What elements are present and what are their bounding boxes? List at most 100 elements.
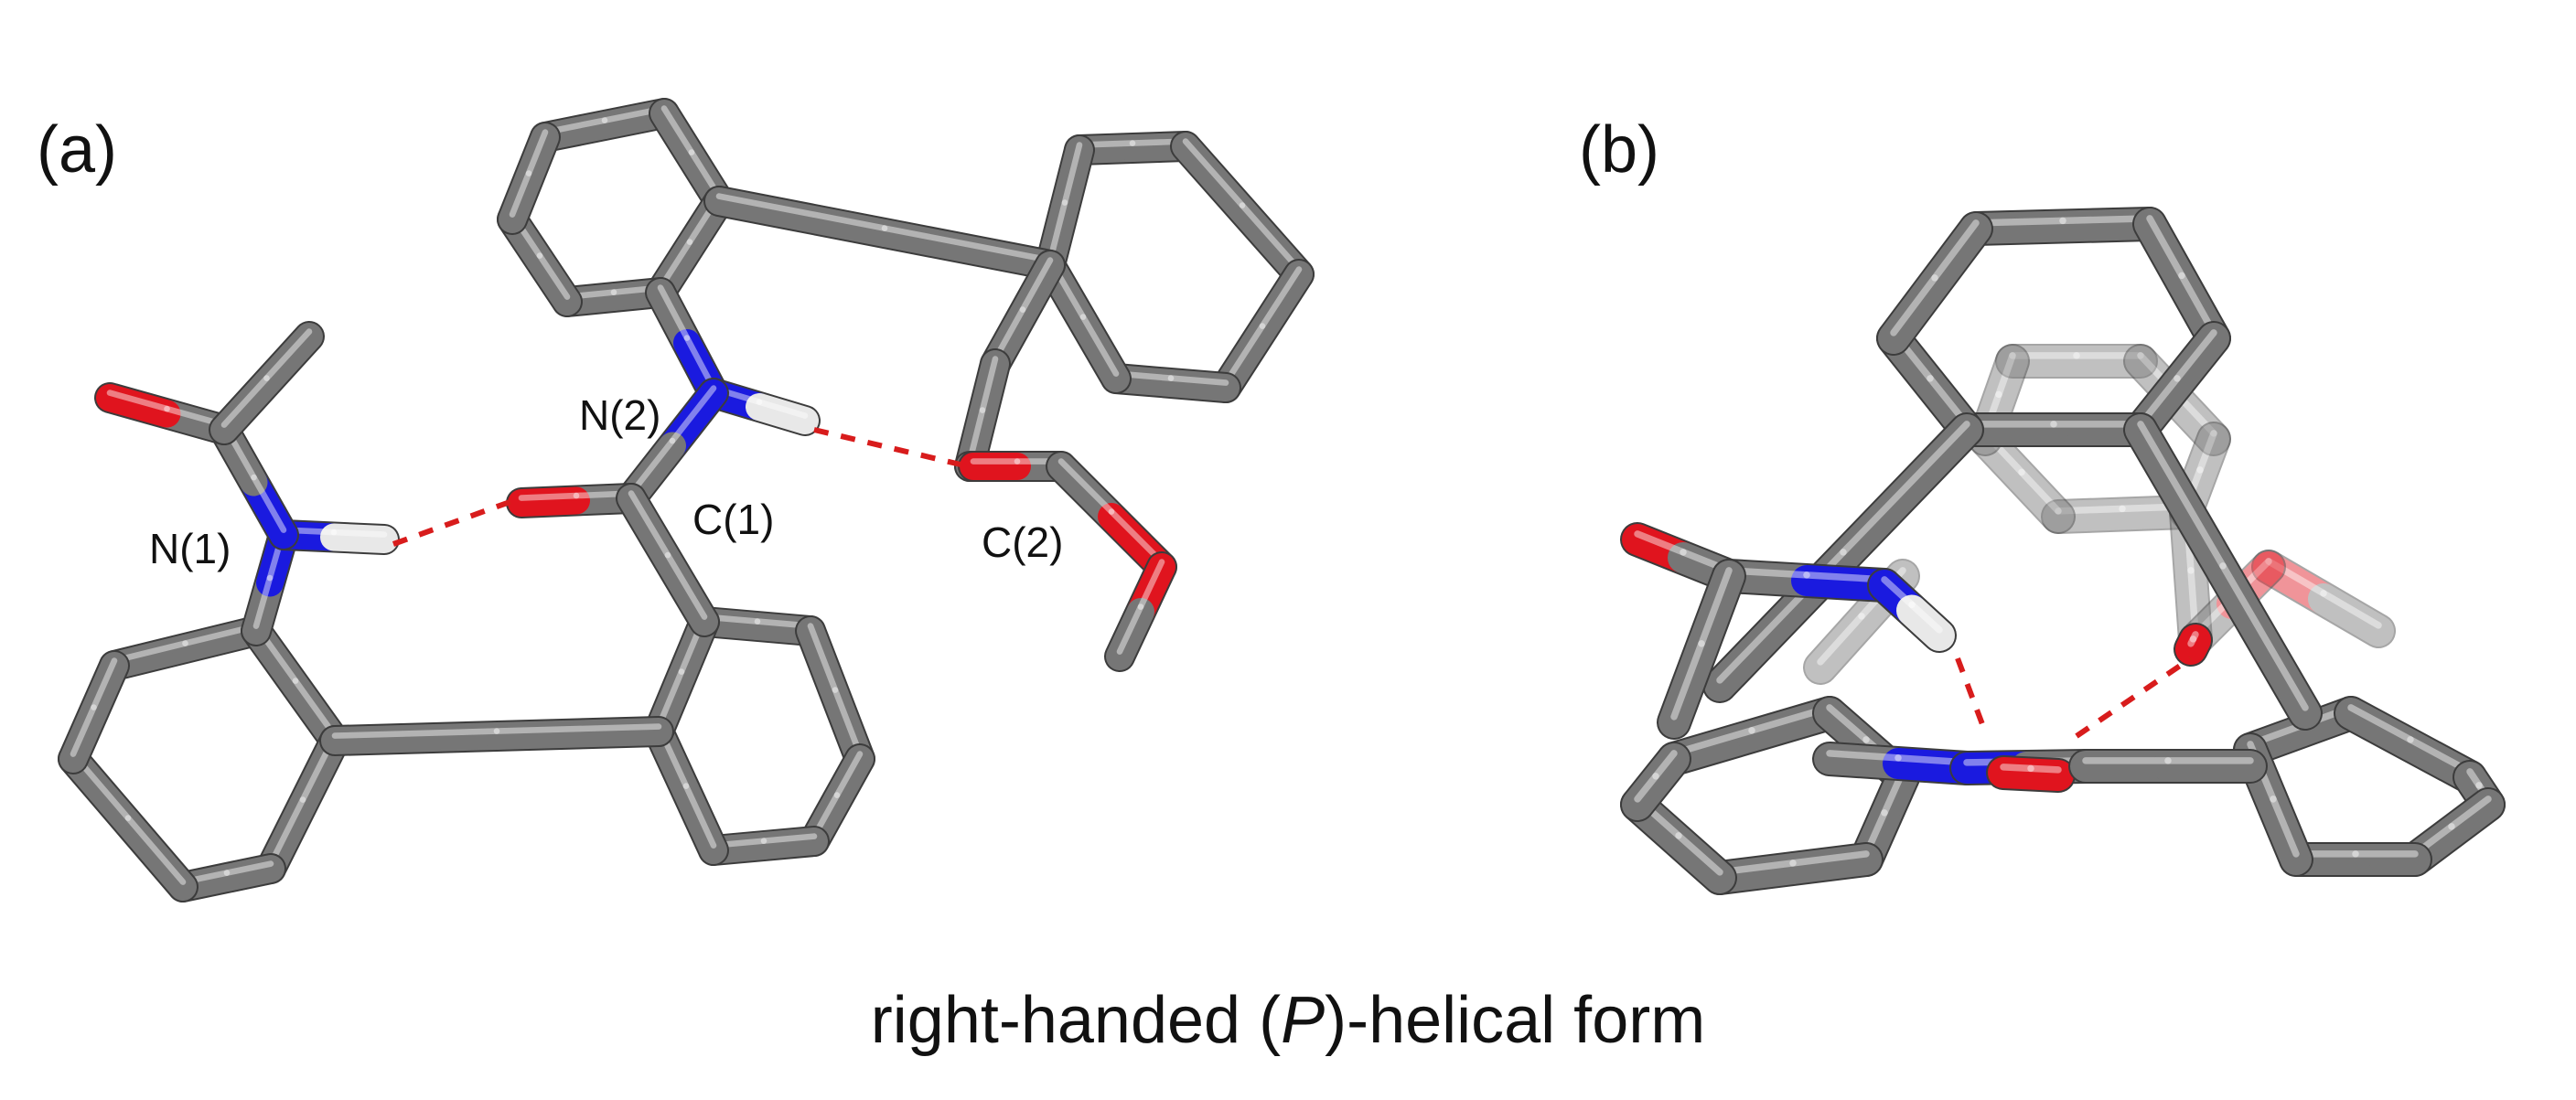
ring-a4-bond-1-shine-b — [832, 687, 864, 757]
bond-c-n2 — [645, 277, 729, 409]
bond-b-back-ester-shine-b — [2320, 590, 2382, 629]
bond-b-back-ester-half-b — [2308, 583, 2394, 646]
ring-b-upper-bond-5-shine-a — [1890, 274, 1938, 336]
ring-b-upper-bond-5 — [1876, 211, 1993, 356]
ring-b-lower-left-bond-5-shine-a — [1634, 773, 1659, 803]
ring-b-back-bond-3-half-b — [2043, 498, 2138, 532]
ring-a4-bond-0 — [689, 606, 826, 646]
bond-b-diagonal-shine-a — [2137, 421, 2227, 570]
bond-c1-ring — [616, 483, 720, 637]
ring-a3-bond-0 — [99, 615, 272, 681]
atom-label-n1: N(1) — [149, 525, 231, 572]
bond-o-methyl-half-b — [1106, 598, 1154, 670]
bond-c1-o — [506, 483, 647, 518]
ring-a3-bond-4-shine-a — [124, 815, 187, 885]
bond-n2-h-shine-b — [756, 399, 809, 419]
bond-c1-ring-shine-b — [664, 551, 708, 620]
ring-b-lower-left-bond-3 — [1702, 842, 1884, 895]
bond-c2-o-ester — [1046, 451, 1177, 582]
ring-a4-bond-3-shine-a — [760, 833, 818, 844]
ring-b-lower-right-bond-5-shine-a — [2270, 796, 2300, 858]
ring-b-back-bond-0 — [1995, 344, 2158, 379]
ring-b-lower-left-bond-5-shine-b — [1652, 750, 1678, 780]
bond-n2-c1-shine-a — [669, 385, 717, 444]
bond-b-center-o — [1986, 755, 2076, 793]
bond-n1-h-shine-b — [330, 529, 388, 538]
ring-b-back-bond-4-half-a — [2006, 462, 2074, 532]
bond-c1-ring-shine-a — [628, 490, 671, 559]
bond-c2-c-shine-a — [979, 356, 999, 413]
bond-b-diagonal-shine-b — [2219, 562, 2309, 711]
ring-a3-bond-5-shine-a — [70, 704, 97, 757]
bond-b-o-right-shine-a — [2189, 631, 2199, 643]
bond-b-c-down-shine-b — [1670, 640, 1705, 721]
ring-b-upper-bond-1 — [2132, 207, 2231, 356]
ring-a2-bond-2-shine-b — [1222, 323, 1266, 386]
bond-b-link-left-half-a — [1828, 414, 1982, 573]
caption-italic: P — [1281, 984, 1326, 1057]
bond-ring-c2-shine-a — [1019, 257, 1054, 313]
ring-b-back-bond-2-shine-a — [2196, 430, 2217, 474]
ring-a4-bond-1 — [795, 615, 875, 774]
ring-a2-bond-2 — [1210, 259, 1315, 403]
bond-b-center-o-shine-a — [2000, 764, 2034, 773]
ring-a1-bond-5-shine-b — [525, 129, 549, 176]
bond-b-center-n-shine-a — [1826, 750, 1902, 762]
bond-b-diagonal-half-b — [2207, 556, 2321, 729]
ring-a4-bond-4-shine-a — [682, 783, 717, 849]
ring-a2-bond-5-half-b — [1051, 136, 1093, 221]
ring-a1-bond-4-shine-a — [536, 252, 571, 300]
bond-c-n2-shine-a — [657, 284, 691, 341]
bond-b-diagonal-half-a — [2125, 414, 2238, 587]
ring-b-lower-right-bond-2-shine-a — [2466, 768, 2483, 789]
bond-b-back-ester-half-a — [2253, 551, 2339, 614]
ring-b-lower-right-bond-1 — [2334, 696, 2487, 795]
biaryl-lower-shine-a — [331, 728, 500, 739]
ring-a1-bond-0 — [530, 98, 680, 153]
bond-b-center-o-half-b — [2015, 758, 2074, 791]
ring-b-back-bond-3-outline — [2041, 495, 2204, 534]
biaryl-lower-half-a — [321, 722, 510, 754]
ring-b-lower-left-bond-5-half-b — [1640, 743, 1690, 797]
panel-label-b: (b) — [1579, 113, 1659, 187]
ring-a3-bond-4 — [58, 743, 199, 902]
ring-b-upper-bond-1-shine-a — [2146, 215, 2185, 280]
hbond-a2 — [813, 427, 961, 467]
bond-c-n1-shine-a — [252, 574, 274, 629]
bond-b-back-ester — [2251, 550, 2396, 648]
bond-b-n-h — [1867, 568, 1957, 653]
bond-c1-o-half-b — [508, 486, 590, 517]
ring-b-back-bond-2-half-a — [2184, 423, 2229, 491]
bond-b-c-n — [1712, 559, 1902, 603]
bond-acetyl-methyl-half-b — [252, 323, 323, 397]
ring-a1-bond-5-shine-a — [509, 170, 532, 218]
biaryl-upper — [703, 186, 1066, 281]
bond-n1-h-half-b — [320, 523, 398, 553]
caption-post: )-helical form — [1325, 984, 1706, 1057]
ring-b-lower-right-bond-1-shine-a — [2347, 704, 2414, 743]
ring-a2-bond-3 — [1100, 363, 1241, 403]
bond-b-n-h-shine-a — [1881, 576, 1916, 609]
ring-a1-bond-5-half-b — [515, 123, 559, 192]
bond-b-link-left-shine-a — [1840, 421, 1970, 556]
biaryl-upper-half-b — [871, 219, 1064, 279]
bond-b-back-3-half-b — [1805, 606, 1877, 683]
panel-a-structure — [58, 98, 1315, 902]
ring-a1-bond-1 — [649, 98, 735, 217]
ring-a1-bond-5 — [497, 122, 561, 235]
bond-b-o-right — [2174, 623, 2213, 667]
ring-b-back-bond-5-shine-b — [1995, 352, 2016, 399]
ring-a2-bond-5-shine-b — [1061, 142, 1083, 206]
ring-b-back-bond-5-half-b — [1983, 346, 2028, 416]
ring-a3-bond-5 — [58, 650, 130, 774]
ring-b-upper-bond-3 — [1949, 412, 2158, 447]
ring-a3-bond-2-shine-b — [267, 796, 306, 867]
ring-a2-bond-5 — [1035, 134, 1095, 281]
ring-a2-bond-4-shine-a — [1079, 314, 1120, 377]
hbond-b2 — [2075, 656, 2193, 739]
bond-b-o-left-shine-a — [1634, 530, 1687, 556]
atom-label-n2: N(2) — [579, 391, 661, 439]
ring-a3-bond-4-half-a — [114, 809, 197, 901]
bond-o-methyl-shine-a — [1137, 559, 1165, 610]
bond-b-center-o-shine-b — [2027, 764, 2062, 774]
